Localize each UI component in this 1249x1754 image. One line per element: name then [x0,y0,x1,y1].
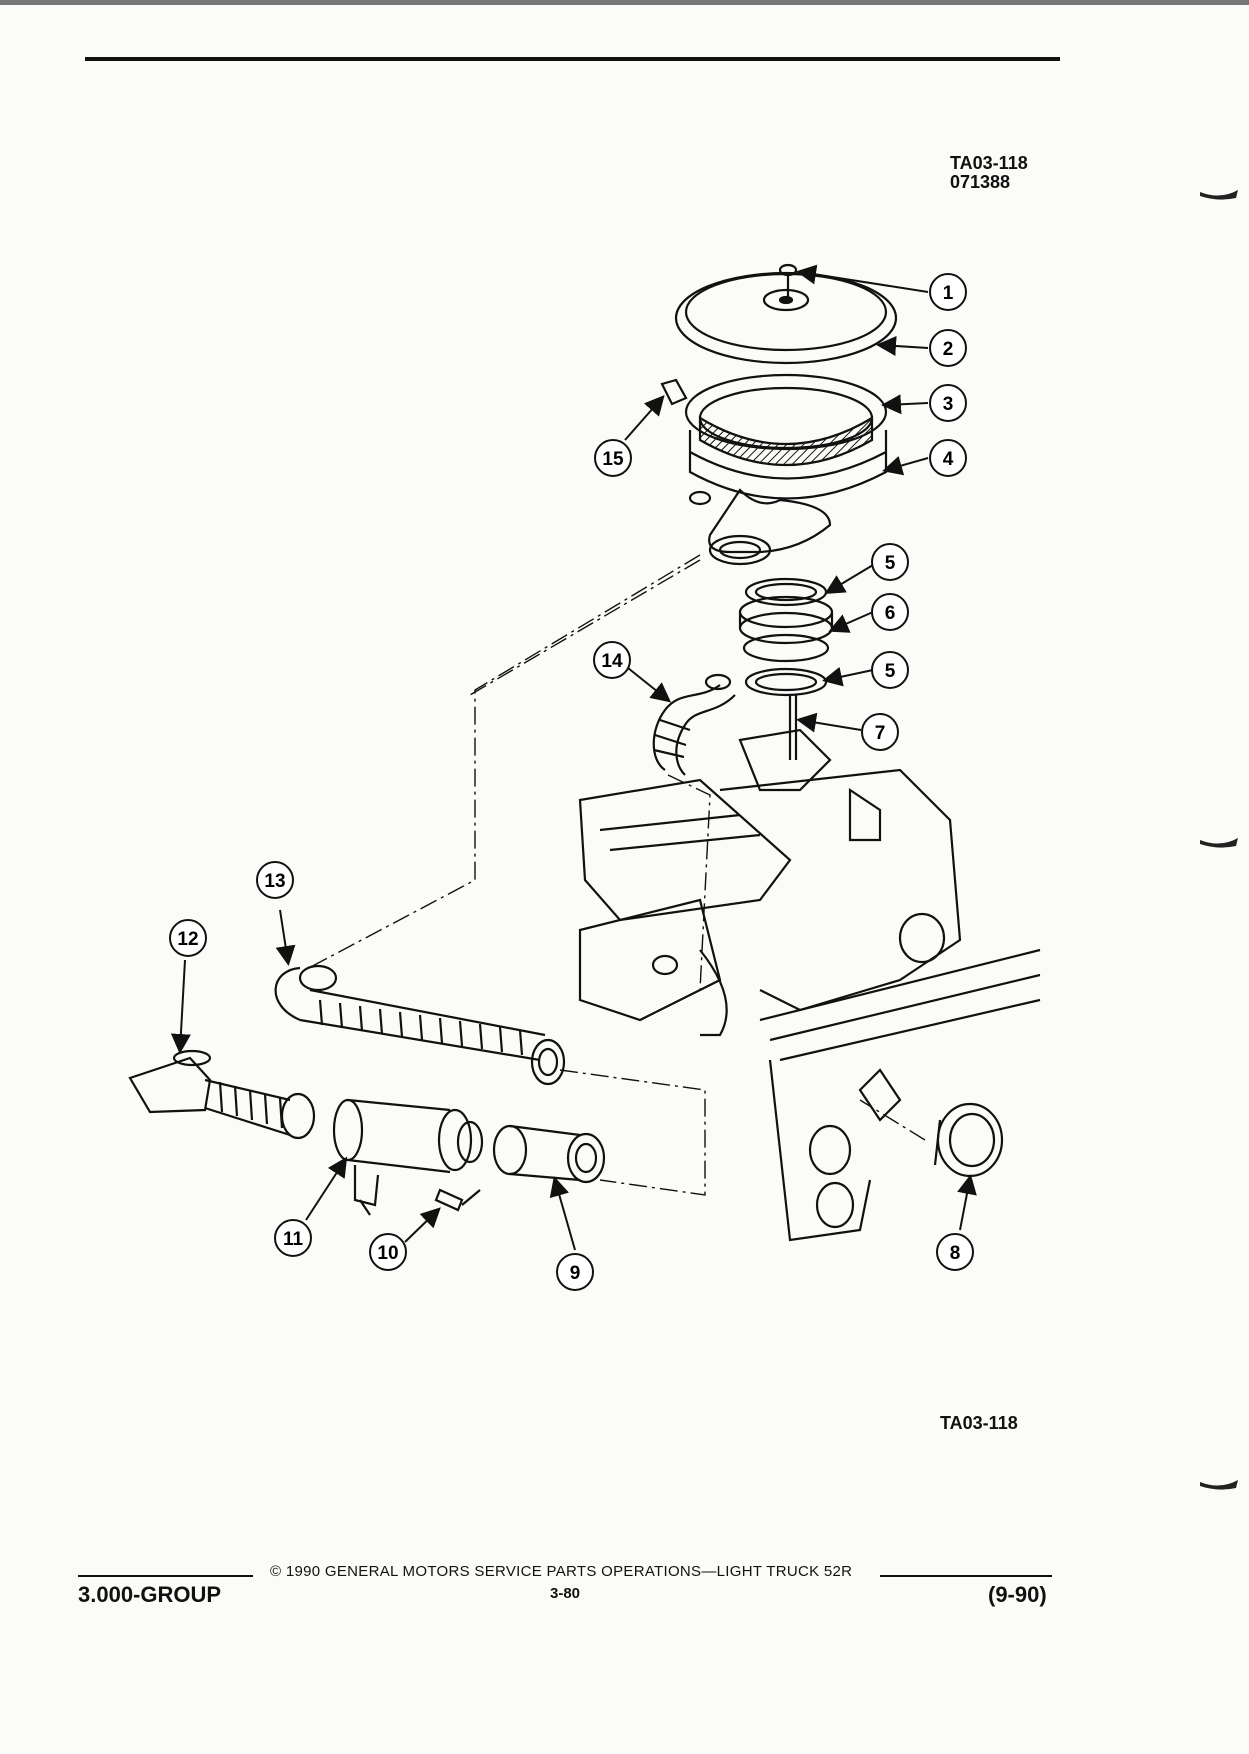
binder-hole-mark-top [1200,190,1238,200]
svg-text:7: 7 [875,723,886,744]
air-cleaner-housing [688,430,888,566]
corrugated-hose-upper [274,964,566,1086]
svg-text:9: 9 [570,1263,581,1284]
footer-group-label: 3.000-GROUP [78,1582,222,1607]
leader-arrows [170,264,977,1251]
callout-2: 2 [929,329,967,367]
svg-text:13: 13 [264,871,285,892]
air-cleaner-lid [674,271,898,365]
pcv-hose [652,673,736,776]
footer-page-number: 3-80 [550,1585,581,1602]
callout-4: 4 [929,439,967,477]
svg-text:3: 3 [943,394,954,415]
callout-1: 1 [929,273,967,311]
mounting-stud [788,695,798,760]
svg-text:5: 5 [885,553,896,574]
callout-13: 13 [256,861,294,899]
binder-hole-mark-middle [1200,838,1238,848]
callout-8: 8 [936,1233,974,1271]
callout-15: 15 [594,439,632,477]
callout-6: 6 [871,593,909,631]
retaining-screw [434,1188,481,1212]
svg-text:15: 15 [602,449,624,470]
figure-date: 071388 [950,172,1011,192]
carb-adapter [738,595,834,663]
coupling-tube [492,1124,606,1184]
callout-10: 10 [369,1233,407,1271]
svg-text:12: 12 [177,929,198,950]
gasket-lower [744,667,828,697]
pcv-grommet [933,1102,1004,1178]
corrugated-hose-lower [128,1049,316,1140]
binder-hole-mark-bottom [1200,1480,1238,1490]
svg-text:8: 8 [950,1243,961,1264]
callout-11: 11 [274,1219,312,1257]
housing-clip [660,378,688,406]
figure-code-block: TA03-118 071388 [950,154,1028,192]
svg-text:2: 2 [943,339,954,360]
svg-text:1: 1 [943,283,954,304]
callout-12: 12 [169,919,207,957]
scan-top-edge [0,0,1249,5]
svg-text:11: 11 [283,1229,304,1250]
svg-text:5: 5 [885,661,896,682]
callout-5a: 5 [871,543,909,581]
header-rule [85,57,1060,61]
callout-7: 7 [861,713,899,751]
footer-revision-date: (9-90) [988,1582,1047,1607]
figure-code: TA03-118 [950,153,1028,173]
air-filter-element [684,373,888,467]
routing-lines [304,554,926,1196]
footer-rule-left [78,1575,253,1577]
pcv-filter-canister [332,1098,484,1216]
callout-labels: 1 2 3 4 5 6 5 7 8 9 10 11 12 13 14 15 [169,273,974,1291]
footer-copyright: © 1990 GENERAL MOTORS SERVICE PARTS OPER… [270,1563,853,1580]
svg-text:14: 14 [601,651,623,672]
callout-9: 9 [556,1253,594,1291]
callout-3: 3 [929,384,967,422]
callout-14: 14 [593,641,631,679]
engine-block [578,728,1041,1242]
footer-rule-right [880,1575,1052,1577]
callout-5b: 5 [871,651,909,689]
wing-nut [778,263,798,300]
svg-text:10: 10 [377,1243,398,1264]
figure-caption: TA03-118 [940,1413,1018,1433]
svg-text:4: 4 [943,449,954,470]
svg-text:6: 6 [885,603,896,624]
